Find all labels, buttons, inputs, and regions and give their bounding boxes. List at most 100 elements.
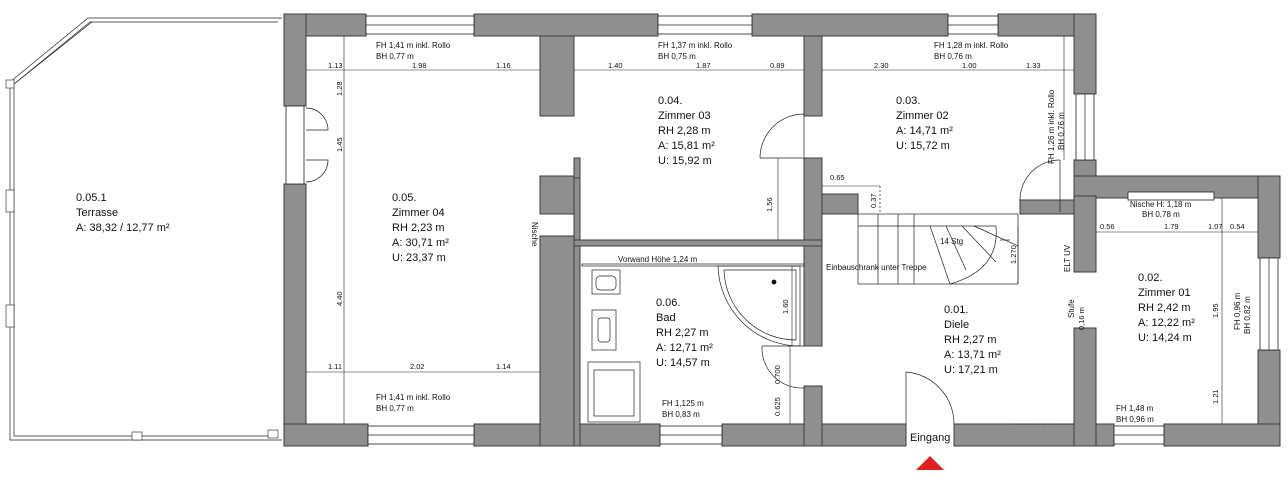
window-label: BH 0,77 m <box>376 52 414 61</box>
einbauschrank-label: Einbauschrank unter Treppe <box>826 263 927 272</box>
bathroom-fixtures <box>581 263 805 423</box>
dimension-label: 1.95 <box>1211 303 1220 318</box>
vorwand-label: Vorwand Höhe 1,24 m <box>618 255 697 264</box>
dimension-label: 1.13 <box>328 61 343 70</box>
window-label: FH 1,26 m inkl. Rollo <box>1047 89 1056 164</box>
dimension-label: 0.54 <box>1230 222 1245 231</box>
window-label: FH 1,125 m <box>662 399 704 408</box>
zimmer01-area: A: 12,22 m² <box>1138 317 1195 329</box>
room-diele: 0.01. Diele RH 2,27 m A: 13,71 m² U: 17,… <box>944 304 1001 376</box>
zimmer03-height: RH 2,28 m <box>658 125 711 137</box>
dimension-label: 1.56 <box>765 197 774 212</box>
stufe-label: Stufe <box>1067 299 1076 318</box>
window-label: BH 0,77 m <box>376 404 414 413</box>
zimmer01-number: 0.02. <box>1138 272 1162 284</box>
walls <box>283 13 1281 447</box>
dimension-label: 0.65 <box>830 173 845 182</box>
window-label: FH 0,96 m <box>1233 292 1242 330</box>
window-label: FH 1,28 m inkl. Rollo <box>934 41 1009 50</box>
diele-height: RH 2,27 m <box>944 334 997 346</box>
zimmer04-height: RH 2,23 m <box>392 222 445 234</box>
zimmer03-area: A: 15,81 m² <box>658 140 715 152</box>
doors <box>759 113 1074 425</box>
elt-uv-label: ELT UV <box>1063 244 1072 272</box>
zimmer02-name: Zimmer 02 <box>896 110 949 122</box>
zimmer04-number: 0.05. <box>392 192 416 204</box>
window-label: FH 1,37 m inkl. Rollo <box>658 41 733 50</box>
zimmer01-name: Zimmer 01 <box>1138 287 1191 299</box>
stairs-label: 14 Stg <box>940 237 963 246</box>
dimension-label: 0.56 <box>1100 222 1115 231</box>
window-label: FH 1,48 m <box>1116 404 1154 413</box>
dimension-label: 0.89 <box>770 61 785 70</box>
dimension-lines <box>306 36 1258 424</box>
dimension-label: 1.28 <box>335 81 344 96</box>
dimension-label: 1.45 <box>335 137 344 152</box>
zimmer02-number: 0.03. <box>896 95 920 107</box>
zimmer04-perimeter: U: 23,37 m <box>392 252 446 264</box>
bad-height: RH 2,27 m <box>656 327 709 339</box>
window-label: FH 1,41 m inkl. Rollo <box>376 41 451 50</box>
dimension-label: 1.00 <box>962 61 977 70</box>
bad-perimeter: U: 14,57 m <box>656 357 710 369</box>
bad-area: A: 12,71 m² <box>656 342 713 354</box>
dimension-label: 0,16 m <box>1077 307 1086 330</box>
zimmer03-name: Zimmer 03 <box>658 110 711 122</box>
diele-number: 0.01. <box>944 304 968 316</box>
dimension-label: 1.87 <box>696 61 711 70</box>
terrace-area: A: 38,32 / 12,77 m² <box>76 222 170 234</box>
dimension-label: 0.37 <box>869 193 878 208</box>
zimmer01-perimeter: U: 14,24 m <box>1138 332 1192 344</box>
dimension-label: 0.625 <box>773 397 782 416</box>
diele-perimeter: U: 17,21 m <box>944 364 998 376</box>
window-label: BH 0,76 m <box>934 52 972 61</box>
room-bad: 0.06. Bad RH 2,27 m A: 12,71 m² U: 14,57… <box>656 297 713 369</box>
room-zimmer03: 0.04. Zimmer 03 RH 2,28 m A: 15,81 m² U:… <box>658 95 715 167</box>
window-label: BH 0,78 m <box>1142 210 1180 219</box>
eingang-label: Eingang <box>910 432 950 444</box>
diele-name: Diele <box>944 319 969 331</box>
room-zimmer04: 0.05. Zimmer 04 RH 2,23 m A: 30,71 m² U:… <box>392 192 449 264</box>
room-terrace: 0.05.1 Terrasse A: 38,32 / 12,77 m² <box>76 192 170 234</box>
dimension-label: 1.79 <box>1164 222 1179 231</box>
dimension-label: 1.40 <box>608 61 623 70</box>
dimension-label: 1.21 <box>1211 389 1220 404</box>
zimmer04-area: A: 30,71 m² <box>392 237 449 249</box>
zimmer02-perimeter: U: 15,72 m <box>896 140 950 152</box>
terrace-name: Terrasse <box>76 207 118 219</box>
dimension-label: 1.07 <box>1208 222 1223 231</box>
bad-name: Bad <box>656 312 676 324</box>
window-label: Nische H: 1,18 m <box>1130 200 1192 209</box>
dimension-labels: 1.13 1.98 1.16 1.40 1.87 0.89 2.30 1.00 … <box>328 61 1245 416</box>
nische-label: Nische <box>530 222 539 247</box>
entrance-arrow-icon <box>916 456 944 470</box>
window-label: FH 1,41 m inkl. Rollo <box>376 393 451 402</box>
terrace-outline <box>5 17 282 441</box>
zimmer01-height: RH 2,42 m <box>1138 302 1191 314</box>
bad-number: 0.06. <box>656 297 680 309</box>
dimension-label: 1.11 <box>328 362 342 371</box>
zimmer03-perimeter: U: 15,92 m <box>658 155 712 167</box>
room-zimmer02: 0.03. Zimmer 02 A: 14,71 m² U: 15,72 m <box>896 95 953 152</box>
window-label: BH 0,83 m <box>662 410 700 419</box>
window-label: BH 0,75 m <box>658 52 696 61</box>
dimension-label: 2.30 <box>874 61 889 70</box>
dimension-label: 4.40 <box>335 291 344 306</box>
window-label: BH 0,76 m <box>1057 112 1066 150</box>
dimension-label: 1.98 <box>412 61 427 70</box>
dimension-label: 2.02 <box>410 362 425 371</box>
dimension-label: 1.33 <box>1026 61 1041 70</box>
window-labels: FH 1,41 m inkl. Rollo BH 0,77 m FH 1,37 … <box>376 41 1252 424</box>
zimmer03-number: 0.04. <box>658 95 682 107</box>
dimension-label: 1.60 <box>781 299 790 314</box>
dimension-label: 1.16 <box>496 61 511 70</box>
zimmer02-area: A: 14,71 m² <box>896 125 953 137</box>
window-label: BH 0,82 m <box>1243 296 1252 334</box>
room-zimmer01: 0.02. Zimmer 01 RH 2,42 m A: 12,22 m² U:… <box>1138 272 1195 344</box>
dimension-label: 0.700 <box>773 365 782 384</box>
dimension-label: 1.270 <box>1009 245 1018 264</box>
terrace-number: 0.05.1 <box>76 192 107 204</box>
windows <box>285 15 1279 445</box>
